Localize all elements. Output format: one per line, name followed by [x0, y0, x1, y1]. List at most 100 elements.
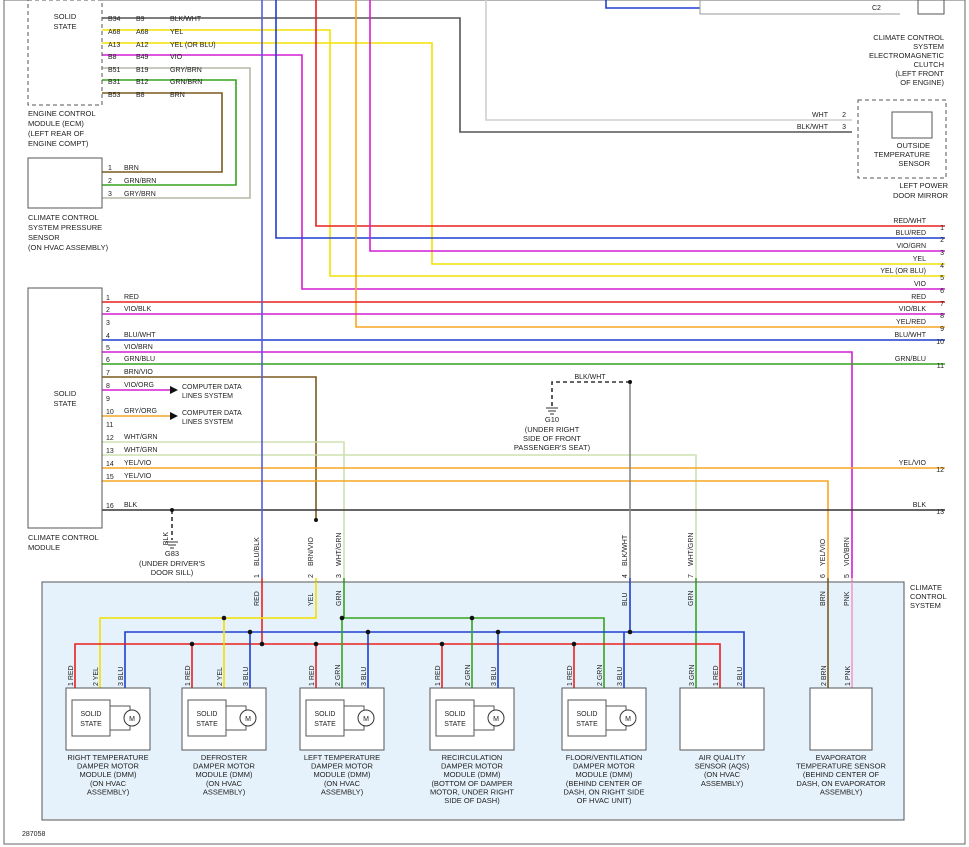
g10-caption-line: (UNDER RIGHT: [525, 425, 580, 434]
module-label: SOLID: [444, 711, 465, 718]
ecm-caption-line: ENGINE COMPT): [28, 139, 89, 148]
wire-yel-ecm: [102, 29, 945, 277]
module-pin: 3 BLU: [243, 667, 250, 686]
ps-wire-color: GRN/BRN: [124, 178, 156, 185]
ccm-pin-number: 6: [106, 357, 110, 364]
wire-yel-blu-ecm: [102, 42, 945, 265]
wire-blu-red: [275, 0, 945, 239]
climate-system-pins: 1BLU/BLK2BRN/VIO3WHT/GRN4BLK/WHT7WHT/GRN…: [254, 533, 851, 606]
module-label: SOLID: [314, 711, 335, 718]
junction-dot: [439, 641, 445, 647]
ecm-pin-a: B34: [108, 16, 121, 23]
mirror-sensor-line: SENSOR: [898, 159, 930, 168]
g10-caption-line: PASSENGER'S SEAT): [514, 443, 591, 452]
module-caption: DASH, ON EVAPORATOR: [796, 779, 886, 788]
module-caption: DAMPER MOTOR: [193, 762, 256, 771]
ps-caption-line: SYSTEM PRESSURE: [28, 223, 102, 232]
module-caption: (BEHIND CENTER OF: [803, 770, 880, 779]
ecm-pin-a: B51: [108, 67, 121, 74]
cs-pin-number: 1: [254, 574, 261, 578]
module-caption: (BEHIND CENTER OF: [566, 779, 643, 788]
harness-pin-number: 5: [940, 275, 944, 282]
ccm-wire-color: YEL/VIO: [124, 473, 152, 480]
module-caption: MODULE (DMM): [443, 770, 501, 779]
harness-pin-number: 1: [940, 225, 944, 232]
wire-ccm-wht-grn-b: [102, 454, 697, 578]
module-pin: 3 BLU: [118, 667, 125, 686]
cs-wire-color: WHT/GRN: [688, 533, 695, 566]
clutch-caption-line: CLUTCH: [914, 60, 944, 69]
cs-inner-wire: BRN: [820, 591, 827, 606]
cs-inner-wire: PNK: [844, 591, 851, 606]
module-caption: MODULE (DMM): [575, 770, 633, 779]
cs-wire-color: BLU/BLK: [254, 537, 261, 566]
ccm-pin-number: 3: [106, 320, 110, 327]
panel-wires: [74, 582, 853, 688]
module-pin: 1 RED: [185, 665, 192, 686]
ecm-wire-color: BRN: [170, 92, 185, 99]
module-pin: 1 RED: [567, 665, 574, 686]
ecm-label-1: SOLID: [54, 12, 77, 21]
ps-caption-line: SENSOR: [28, 233, 60, 242]
ccm-wire-color: GRY/ORG: [124, 408, 157, 415]
junction-dot: [469, 615, 475, 621]
harness-wire-color: YEL (OR BLU): [880, 268, 926, 275]
ccm-pin-number: 15: [106, 474, 114, 481]
module-caption: ASSEMBLY): [87, 787, 130, 796]
cs-pin-number: 7: [688, 574, 695, 578]
module-pin: 1 RED: [435, 665, 442, 686]
harness-pin-number: 9: [940, 326, 944, 333]
module-caption: OF HVAC UNIT): [577, 796, 632, 805]
motor-symbol: M: [129, 716, 135, 723]
cs-inner-wire: GRN: [688, 590, 695, 606]
motor-symbol: M: [493, 716, 499, 723]
module-caption: (ON HVAC: [206, 779, 243, 788]
junction-dot: [247, 629, 253, 635]
ecm-wire-color: YEL: [170, 29, 183, 36]
cs-inner-wire: RED: [254, 591, 261, 606]
ccm-pin-number: 8: [106, 383, 110, 390]
ecm-box: [27, 0, 103, 106]
module-pin: 2 GRN: [597, 665, 604, 686]
g83-caption-line: (UNDER DRIVER'S: [139, 559, 205, 568]
junction-dot: [221, 615, 227, 621]
junction-dot: [365, 629, 371, 635]
clutch-pin: C2: [872, 5, 881, 12]
module-caption: (BOTTOM OF DAMPER: [431, 779, 513, 788]
clutch-box: [917, 0, 945, 15]
module-box: [679, 687, 765, 751]
module-caption: LEFT TEMPERATURE: [304, 753, 380, 762]
mirror-sensor-line: TEMPERATURE: [874, 150, 930, 159]
ccm-pin-number: 1: [106, 295, 110, 302]
arrow-right-icon: [170, 386, 178, 394]
harness-pin-number: 3: [940, 250, 944, 257]
ecm-pin-a: A13: [108, 42, 121, 49]
ecm-pin-b: B12: [136, 79, 149, 86]
outside-temp-sensor: [891, 111, 933, 139]
ccm-caption-line: CLIMATE CONTROL: [28, 533, 99, 542]
module-caption: (ON HVAC: [324, 779, 361, 788]
module-caption: FLOOR/VENTILATION: [566, 753, 643, 762]
motor-icon: [239, 709, 257, 727]
harness-pin-number: 8: [940, 313, 944, 320]
ps-wire-color: GRY/BRN: [124, 191, 156, 198]
harness-wire-color: YEL/RED: [896, 319, 926, 326]
module-caption: (ON HVAC: [90, 779, 127, 788]
ccm-box: [27, 287, 103, 529]
ecm-pin-a: B8: [108, 54, 117, 61]
data-lines-label: LINES SYSTEM: [182, 393, 233, 400]
harness-wire-color: YEL: [913, 256, 926, 263]
solid-state-block: [187, 699, 227, 737]
ccm-wire-color: RED: [124, 294, 139, 301]
g83-name: G83: [165, 549, 179, 558]
ccm-pin-number: 7: [106, 370, 110, 377]
wire-ccm-vio-brn: [102, 351, 853, 578]
clutch-caption-line: OF ENGINE): [900, 78, 944, 87]
motor-icon: [487, 709, 505, 727]
module-caption: EVAPORATOR: [816, 753, 867, 762]
